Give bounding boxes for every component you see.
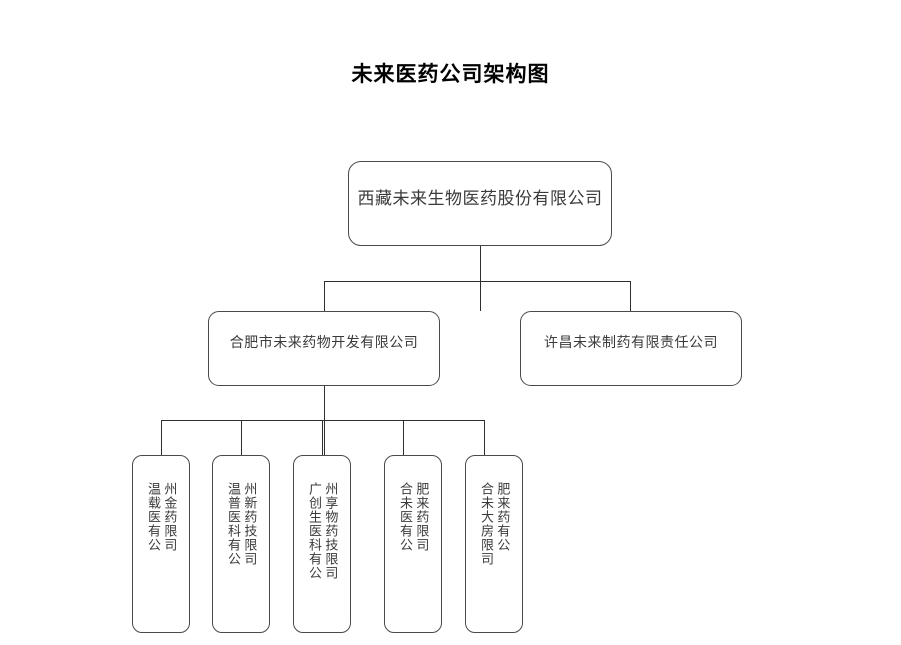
- vertical-text-column-right: 州新药技限司: [242, 482, 258, 566]
- connector-level2-bus: [324, 281, 631, 282]
- vertical-text-column-left: 合未医有公: [398, 482, 413, 552]
- connector-drop-to-child-4: [403, 420, 404, 455]
- org-node-xuchang[interactable]: 许昌未来制药有限责任公司: [520, 311, 742, 386]
- vertical-text-column-right: 肥来药限司: [414, 482, 430, 552]
- vertical-text-column-left: 温载医有公: [146, 482, 161, 552]
- org-node-wenzhou-puxin-label: 州新药技限司 温普医科有公: [213, 482, 269, 622]
- org-node-root-label: 西藏未来生物医药股份有限公司: [357, 189, 603, 208]
- vertical-text-column-left: 广创生医科有公: [307, 482, 322, 580]
- org-node-hefei-weilai-yiyao-label: 肥来药限司 合未医有公: [385, 482, 441, 622]
- org-node-root[interactable]: 西藏未来生物医药股份有限公司: [348, 161, 612, 246]
- org-node-hefei-dev-label: 合肥市未来药物开发有限公司: [229, 336, 419, 351]
- org-node-wenzhou-puxin[interactable]: 州新药技限司 温普医科有公: [212, 455, 270, 633]
- connector-root-stem: [480, 246, 481, 311]
- org-node-wenzhou-zaijin-label: 州金药限司 温载医有公: [133, 482, 189, 622]
- connector-drop-to-hefei-dev: [324, 281, 325, 311]
- page-title: 未来医药公司架构图: [351, 63, 550, 86]
- connector-drop-to-child-3: [322, 420, 323, 455]
- org-node-hefei-weilai-yiyao[interactable]: 肥来药限司 合未医有公: [384, 455, 442, 633]
- connector-drop-to-xuchang: [630, 281, 631, 311]
- org-node-guangzhou-chuangxiang-label: 州享物药技限司 广创生医科有公: [294, 482, 350, 622]
- vertical-text-column-right: 州享物药技限司: [323, 482, 339, 580]
- connector-drop-to-child-1: [161, 420, 162, 455]
- vertical-text-column-right: 肥来药有公: [495, 482, 511, 552]
- connector-drop-to-child-5: [484, 420, 485, 455]
- org-node-hefei-weilai-dayaofang[interactable]: 肥来药有公 合未大房限司: [465, 455, 523, 633]
- org-node-hefei-dev[interactable]: 合肥市未来药物开发有限公司: [208, 311, 440, 386]
- vertical-text-column-right: 州金药限司: [162, 482, 178, 552]
- org-node-xuchang-label: 许昌未来制药有限责任公司: [544, 336, 718, 351]
- org-node-guangzhou-chuangxiang[interactable]: 州享物药技限司 广创生医科有公: [293, 455, 351, 633]
- connector-drop-to-child-2: [241, 420, 242, 455]
- vertical-text-column-left: 合未大房限司: [479, 482, 494, 566]
- vertical-text-column-left: 温普医科有公: [226, 482, 241, 566]
- org-node-wenzhou-zaijin[interactable]: 州金药限司 温载医有公: [132, 455, 190, 633]
- org-node-hefei-weilai-dayaofang-label: 肥来药有公 合未大房限司: [466, 482, 522, 622]
